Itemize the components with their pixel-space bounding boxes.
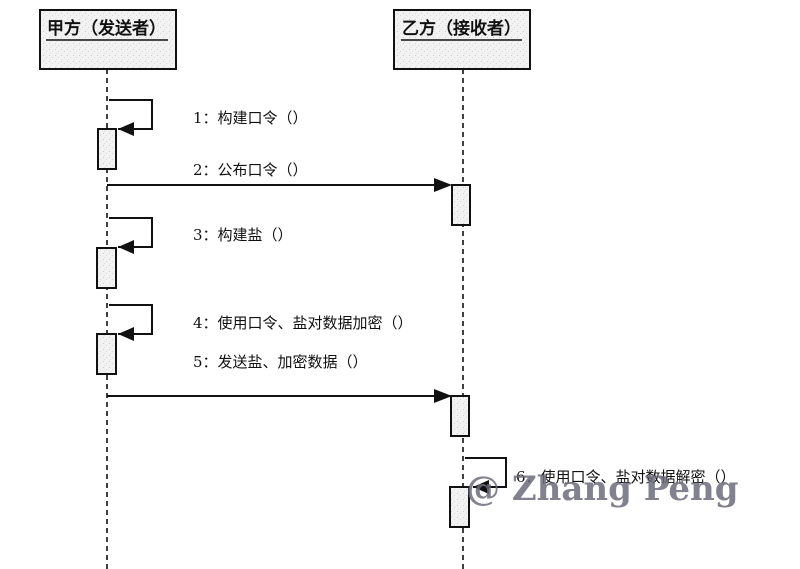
watermark: @ Zhang Peng bbox=[466, 469, 739, 509]
arrowhead-icon bbox=[473, 480, 489, 494]
self-message-line bbox=[109, 217, 153, 248]
participant-receiver: 乙方（接收者） bbox=[393, 9, 531, 569]
message-label: 2：公布口令（） bbox=[193, 161, 308, 179]
arrowhead-icon bbox=[118, 122, 134, 136]
activation-bar bbox=[96, 333, 117, 375]
arrowhead-icon bbox=[118, 240, 134, 254]
activation-bar bbox=[97, 128, 117, 170]
activation-bar bbox=[449, 486, 470, 528]
arrowhead-icon bbox=[434, 389, 452, 403]
activation-bar bbox=[96, 247, 117, 289]
participant-label: 乙方（接收者） bbox=[402, 18, 521, 39]
message-label: 1：构建口令（） bbox=[193, 109, 308, 127]
message-1: 1：构建口令（） bbox=[97, 99, 308, 170]
participant-sender: 甲方（发送者） bbox=[39, 9, 177, 569]
arrowhead-icon bbox=[434, 178, 452, 192]
activation-bar bbox=[450, 395, 470, 437]
message-2: 2：公布口令（） bbox=[107, 161, 471, 226]
message-5: 5：发送盐、加密数据（） bbox=[107, 353, 470, 437]
self-message-line bbox=[109, 99, 153, 130]
message-label: 4：使用口令、盐对数据加密（） bbox=[193, 314, 413, 332]
self-message-line bbox=[465, 457, 507, 488]
message-label: 5：发送盐、加密数据（） bbox=[193, 353, 368, 371]
message-4: 4：使用口令、盐对数据加密（） bbox=[96, 304, 413, 375]
message-label: 6．使用口令、盐对数据解密（） bbox=[516, 468, 736, 486]
self-message-line bbox=[109, 304, 153, 335]
message-3: 3：构建盐（） bbox=[96, 217, 293, 289]
message-6: 6．使用口令、盐对数据解密（） bbox=[449, 457, 736, 528]
arrowhead-icon bbox=[118, 327, 134, 341]
activation-bar bbox=[451, 184, 471, 226]
message-label: 3：构建盐（） bbox=[193, 226, 293, 244]
participant-label: 甲方（发送者） bbox=[47, 18, 166, 39]
